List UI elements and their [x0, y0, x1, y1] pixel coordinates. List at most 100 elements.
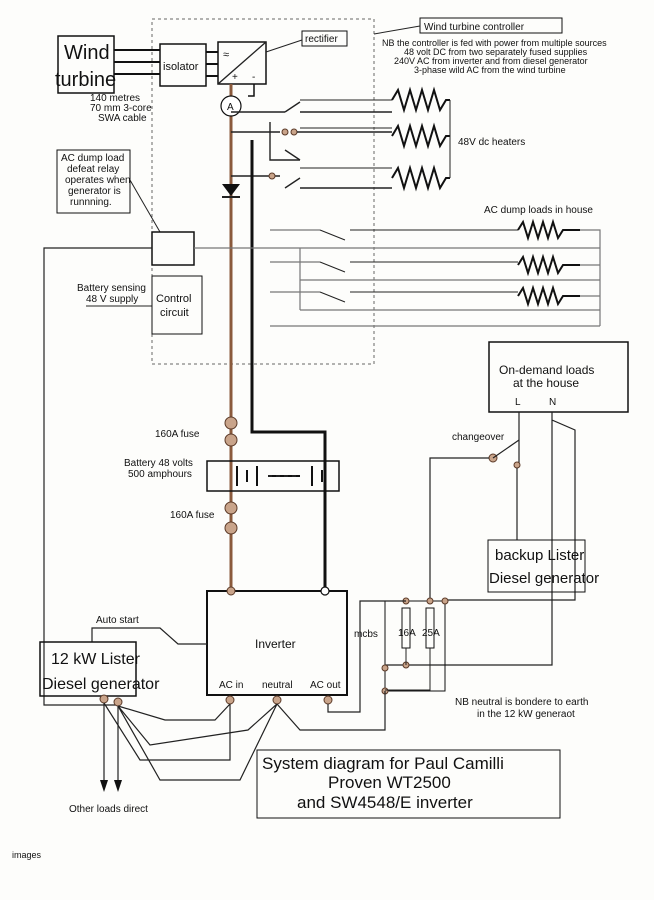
cable-note-2: 70 mm 3-core	[90, 103, 152, 114]
mcb-25	[425, 607, 435, 649]
battery-label-2: 500 amphours	[128, 469, 192, 480]
rectifier-tilde: ≈	[223, 49, 229, 61]
mcb-25-terminal-top	[426, 597, 434, 605]
battery-box	[206, 460, 340, 492]
ac-dump-switch-1	[319, 229, 518, 241]
inverter-ac-in-terminal	[225, 695, 235, 705]
lister12-label-2: Diesel generator	[42, 676, 160, 693]
mcb-16-label: 16A	[398, 628, 416, 639]
ac-dump-resistor-1	[517, 218, 580, 242]
mcbs-label: mcbs	[354, 629, 378, 640]
rectifier-label-box	[301, 30, 348, 47]
lister12-terminal-l	[99, 694, 109, 704]
controller-title-pointer	[373, 25, 421, 35]
ammeter	[220, 95, 242, 117]
ac-dump-loads-label: AC dump loads in house	[484, 205, 593, 216]
auto-start-wire	[91, 627, 207, 645]
inverter-neutral-terminal	[272, 695, 282, 705]
mcb-25-label: 25A	[422, 628, 440, 639]
controller-note-1: NB the controller is fed with power from…	[382, 38, 607, 48]
controller-note-4: 3-phase wild AC from the wind turbine	[414, 65, 566, 75]
heater-switch-3-contact	[268, 172, 276, 180]
ac-dump-return	[580, 229, 601, 326]
relay-feed-loop	[43, 247, 152, 706]
controller-enclosure	[151, 18, 375, 365]
inverter-ac-out-terminal	[323, 695, 333, 705]
other-loads-wires	[103, 703, 119, 780]
battery-sensing-2: 48 V supply	[86, 294, 138, 305]
inverter-box	[206, 590, 348, 696]
wind-turbine-label-1: Wind	[64, 42, 110, 64]
footer-text: images	[12, 850, 42, 860]
inverter-ac-in: AC in	[219, 680, 243, 691]
system-title-box	[256, 749, 561, 819]
neutral-note-1: NB neutral is bondere to earth	[455, 697, 588, 708]
lister12-terminal-n	[113, 697, 123, 707]
control-circuit-2: circuit	[160, 307, 189, 319]
rectifier-label: rectifier	[305, 34, 338, 45]
negative-bus	[250, 140, 327, 588]
dump-relay-box	[151, 231, 195, 266]
rectifier-negative-wire	[248, 84, 255, 97]
rectifier-minus: -	[252, 72, 255, 83]
control-circuit-box	[151, 275, 203, 335]
wind-turbine-box	[57, 35, 115, 94]
ac-dump-switch-2	[319, 261, 518, 273]
ondemand-box	[488, 341, 629, 413]
controller-note-2: 48 volt DC from two separately fused sup…	[404, 47, 588, 57]
system-title-2: Proven WT2500	[328, 773, 451, 792]
ondemand-label-2: at the house	[513, 376, 579, 390]
inverter-ac-out: AC out	[310, 680, 341, 691]
auto-start-label: Auto start	[96, 615, 139, 626]
fuse-top-label: 160A fuse	[155, 429, 200, 440]
battery-label-1: Battery 48 volts	[124, 458, 193, 469]
ac-dump-switch-3	[319, 291, 518, 303]
ondemand-L: L	[515, 397, 521, 408]
blocking-diode	[222, 184, 240, 196]
heater-resistor-2	[391, 122, 450, 150]
system-title-1: System diagram for Paul Camilli	[262, 754, 504, 773]
dump-note-pointer	[129, 179, 161, 233]
battery-sensing-1: Battery sensing	[77, 283, 146, 294]
heater-return	[300, 99, 451, 178]
controller-title-box	[419, 17, 563, 34]
fuse-bottom-b	[224, 521, 238, 535]
ac-dump-bus	[194, 247, 600, 311]
ac-dump-resistor-2	[517, 253, 580, 277]
heater-switch-3	[284, 149, 301, 161]
backup-lister-2: Diesel generator	[489, 570, 599, 587]
fuse-bottom-a	[224, 501, 238, 515]
changeover-contact-b	[513, 461, 521, 469]
heaters-label: 48V dc heaters	[458, 137, 525, 148]
inverter-positive-terminal	[226, 586, 236, 596]
backup-lister-1: backup Lister	[495, 547, 584, 564]
ondemand-feed-wires	[385, 412, 576, 666]
inverter-negative-terminal	[320, 586, 330, 596]
ondemand-label-1: On-demand loads	[499, 363, 594, 377]
rectifier-symbol	[217, 41, 267, 85]
fuse-bottom-label: 160A fuse	[170, 510, 215, 521]
neutral-note-2: in the 12 kW generaot	[477, 709, 575, 720]
heater-switch-4	[284, 177, 301, 189]
heater-resistor-3	[391, 164, 450, 192]
cable-note-1: 140 metres	[90, 93, 140, 104]
rectifier-plus: +	[232, 72, 238, 83]
dump-note-5: runnning.	[70, 197, 112, 208]
heater-switch-2-contact-b	[290, 128, 298, 136]
cable-note-3: SWA cable	[98, 113, 147, 124]
neutral-to-mcb	[276, 691, 386, 731]
ac-out-to-mcb	[327, 600, 406, 713]
changeover-label: changeover	[452, 432, 505, 443]
heater-switch-1	[284, 101, 301, 113]
backup-lister-box	[487, 539, 586, 593]
rectifier-pointer	[265, 39, 303, 53]
dump-note-2: defeat relay	[67, 164, 119, 175]
system-title-3: and SW4548/E inverter	[297, 793, 473, 812]
other-loads-label: Other loads direct	[69, 804, 148, 815]
heater-switch-2-contact	[281, 128, 289, 136]
isolator-to-rectifier-wires	[206, 51, 218, 77]
controller-note-3: 240V AC from inverter and from diesel ge…	[394, 56, 588, 66]
isolator-label: isolator	[163, 61, 199, 73]
